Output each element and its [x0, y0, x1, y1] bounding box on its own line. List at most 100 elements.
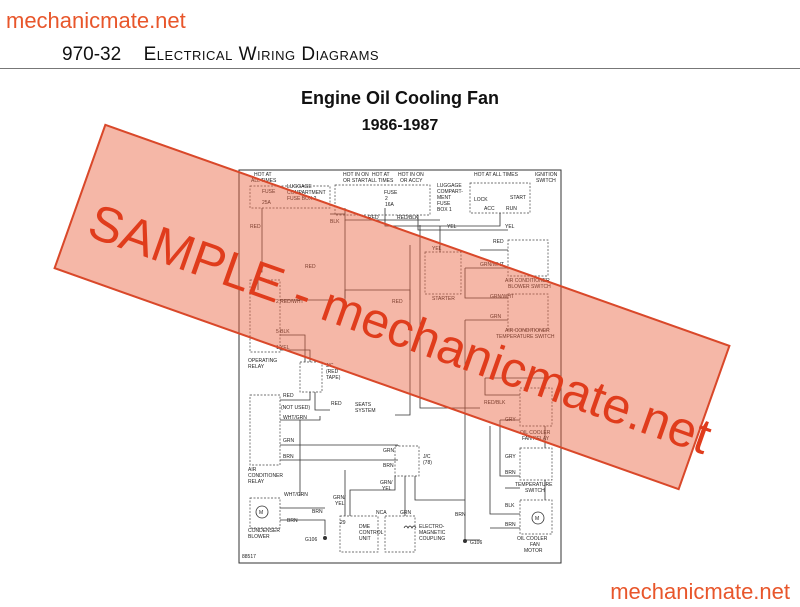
label-cond-1: CONDENSER [248, 528, 280, 534]
ac-relay-box [249, 394, 281, 466]
label-g106-b: G106 [470, 540, 482, 546]
label-grn-1: GRN [490, 314, 502, 320]
oil-cooler-relay-box [519, 387, 553, 427]
ac-temp-switch-box [507, 293, 549, 331]
coil-symbol [403, 525, 417, 529]
label-blk-2: BLK [505, 503, 515, 509]
ground-g106-right [463, 539, 467, 543]
label-red-7: RED [331, 401, 342, 407]
label-or-accy: OR ACCY [400, 178, 423, 184]
diagram-labels: HOT AT ALL TIMES FUSE 25A LUGGAGE COMPAR… [242, 172, 558, 560]
label-brn-3: BRN [287, 518, 298, 524]
label-em-1: ELECTRO- [419, 524, 445, 530]
label-ac-relay-2: CONDITIONER [248, 473, 283, 479]
label-luggage-2a: LUGGAGE [287, 184, 312, 190]
label-jc-1: J/C [326, 363, 334, 369]
label-hot-at-b: HOT AT [372, 172, 390, 178]
label-wht-grn-2: WHT/GRN [284, 492, 308, 498]
label-red-1: RED [250, 224, 261, 230]
label-red-4: RED [493, 239, 504, 245]
label-ac-blower-2: BLOWER SWITCH [508, 284, 551, 290]
label-hot-in-on-accy: HOT IN ON [398, 172, 424, 178]
label-hot-all-times-c: HOT AT ALL TIMES [474, 172, 519, 178]
label-dme-1: DME [359, 524, 371, 530]
label-start: START [510, 195, 526, 201]
label-temp-sw-2: SWITCH [525, 488, 545, 494]
label-cond-2: BLOWER [248, 534, 270, 540]
label-jc-3: TAPE) [326, 375, 341, 381]
label-oc-motor-1: OIL COOLER [517, 536, 548, 542]
label-fuse-b-num: 2 [385, 196, 388, 202]
label-pin2: 2 RED/WHT [276, 299, 304, 305]
label-acc: ACC [484, 206, 495, 212]
diagram-frame [238, 169, 562, 564]
label-grn-2: GRN [283, 438, 295, 444]
label-all-times-b: ALL TIMES [368, 178, 394, 184]
oil-cooler-motor-symbol [531, 511, 545, 525]
label-blk-1: BLK [330, 219, 340, 225]
label-ac-relay-1: AIR [248, 467, 257, 473]
label-or-start: OR START [343, 178, 368, 184]
label-red-5: RED [392, 299, 403, 305]
label-luggage-2b: COMPARTMENT [287, 190, 326, 196]
label-starter: STARTER [432, 296, 455, 302]
label-yel-1: YEL [447, 224, 457, 230]
label-brn-7: BRN [455, 512, 466, 518]
label-all-times: ALL TIMES [251, 178, 277, 184]
page-number: 970-32 [62, 44, 122, 65]
label-brn-1: BRN [283, 454, 294, 460]
label-fuse-a-rating: 25A [262, 200, 272, 206]
label-fuse-b-rating: 16A [385, 202, 395, 208]
jc-78-box [394, 445, 420, 477]
label-jc78-2: (78) [423, 460, 432, 466]
label-luggage-2c: FUSE BOX 2 [287, 196, 317, 202]
label-gry-1: GRY [505, 417, 516, 423]
label-grn-yel-4: YEL [335, 501, 345, 507]
label-temp-sw-1: TEMPERATURE [515, 482, 553, 488]
starter-box [424, 251, 462, 295]
label-run: RUN [506, 206, 517, 212]
label-grn-4: GRN [400, 510, 412, 516]
label-pin1: 1 YEL [276, 345, 290, 351]
label-not-used: (NOT USED) [281, 405, 310, 411]
label-yel-3: YEL [432, 246, 442, 252]
label-red-3: RED [305, 264, 316, 270]
label-ignition-switch: SWITCH [536, 178, 556, 184]
label-jc78-1: J/C [423, 454, 431, 460]
label-seats-2: SYSTEM [355, 408, 376, 414]
temp-switch-box [519, 447, 553, 481]
label-red-blk-2: RED/BLK [484, 400, 506, 406]
label-dme-2: CONTROL [359, 530, 384, 536]
label-luggage-1a: LUGGAGE [437, 183, 462, 189]
label-hot-in-on: HOT IN ON [343, 172, 369, 178]
page-header: 970-32 Electrical Wiring Diagrams [62, 44, 379, 66]
label-fuse-a: FUSE [262, 189, 276, 195]
diagram-subtitle: 1986-1987 [361, 117, 439, 134]
label-oc-relay-1: OIL COOLER [520, 430, 551, 436]
label-grn-wht: GRN/WHT [480, 262, 504, 268]
label-dme-3: UNIT [359, 536, 371, 542]
label-red-blk: RED/BLK [397, 215, 419, 221]
label-oc-motor-2: FAN [530, 542, 540, 548]
label-brn-5: BRN [505, 470, 516, 476]
label-pin29: 29 [340, 520, 346, 526]
label-ac-temp-1: AIR CONDITIONER [505, 328, 550, 334]
label-red-6: RED [283, 393, 294, 399]
label-pin5: 5 BLK [276, 329, 290, 335]
fuse-box-2 [249, 185, 331, 209]
label-em-2: MAGNETIC [419, 530, 446, 536]
watermark-bottom: mechanicmate.net [610, 579, 790, 604]
header-rule [0, 68, 800, 69]
operating-relay-box [249, 279, 281, 353]
label-red-2: RED [368, 215, 379, 221]
wires [257, 208, 546, 541]
label-oc-motor-3: MOTOR [524, 548, 543, 554]
label-grn-3: GRN [383, 448, 395, 454]
label-ac-blower-1: AIR CONDITIONER [505, 278, 550, 284]
label-op-relay-1: OPERATING [248, 358, 277, 364]
ac-blower-switch-box [507, 239, 549, 277]
label-grn-yel-3: GRN/ [333, 495, 346, 501]
label-brn-6: BRN [505, 522, 516, 528]
label-ac-relay-3: RELAY [248, 479, 265, 485]
label-m2: M [535, 516, 539, 522]
